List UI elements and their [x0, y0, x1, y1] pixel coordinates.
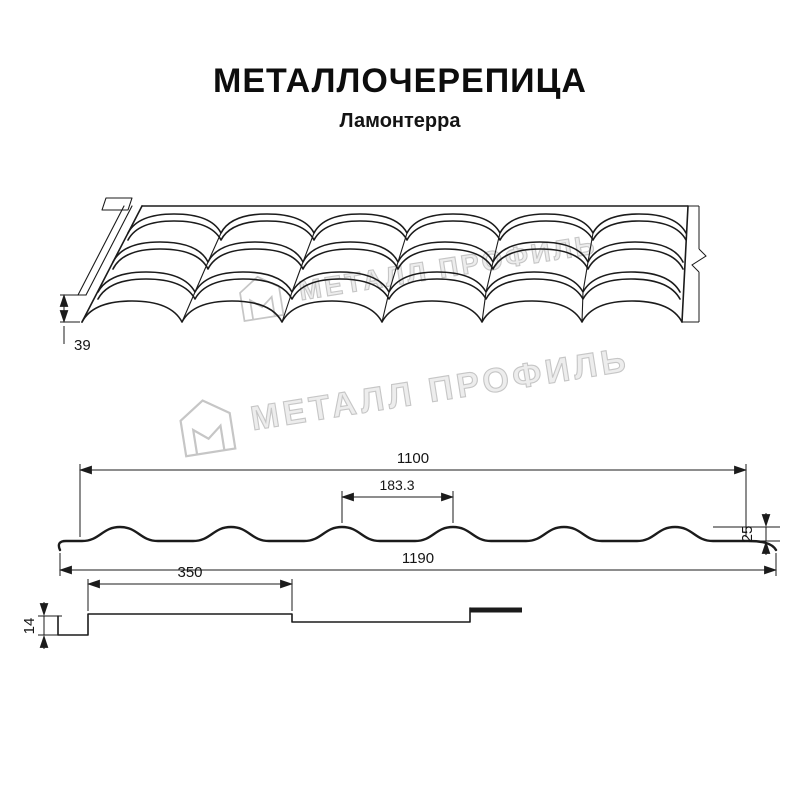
dim-overall-width: 1190 — [402, 550, 434, 567]
dim-module-length: 350 — [177, 564, 202, 581]
cross-section-profile: 1100 183.3 25 1190 — [57, 450, 780, 576]
dim-working-width: 1100 — [397, 450, 429, 467]
page-subtitle: Ламонтерра — [339, 110, 461, 132]
page-title: МЕТАЛЛОЧЕРЕПИЦА — [213, 62, 587, 100]
dim-flange-height: 39 — [74, 337, 91, 354]
dim-wave-height: 25 — [739, 526, 756, 543]
perspective-view: 39 — [59, 197, 707, 354]
metall-profil-logo-icon — [179, 399, 237, 458]
dim-module-width: 183.3 — [379, 477, 414, 493]
longitudinal-step-profile: 350 14 — [21, 564, 522, 649]
dim-step-height: 14 — [21, 618, 38, 635]
watermark-large: МЕТАЛЛ ПРОФИЛЬ — [173, 331, 633, 460]
